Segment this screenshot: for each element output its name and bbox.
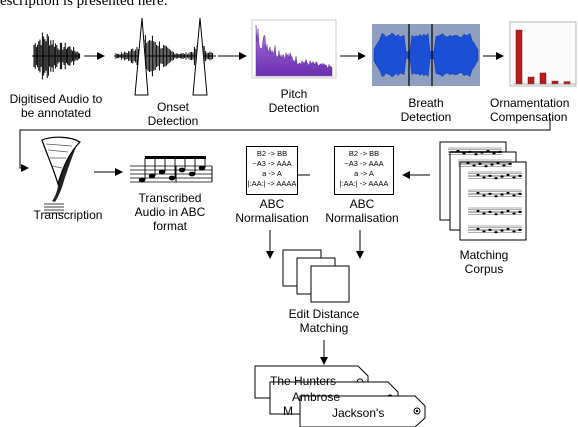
digitised-audio-waveform	[32, 32, 81, 80]
label-pitch-detection: Pitch Detection	[268, 87, 320, 115]
label-abc-normalisation-1: ABC Normalisation	[235, 197, 309, 225]
label-ornamentation-compensation: Ornamentation Compensation	[490, 96, 570, 124]
result-tag-hunters: The Hunters	[270, 374, 337, 388]
connector-ornament-to-transcription	[19, 118, 551, 172]
label-onset-detection: Onset Detection	[147, 100, 199, 128]
ornament-bar	[563, 81, 571, 85]
result-tag-ambrose: Ambrose	[292, 390, 341, 404]
ornament-bar	[527, 76, 535, 85]
pitch-spectrum-plot	[251, 19, 337, 79]
label-digitised-audio: Digitised Audio to be annotated	[9, 92, 103, 120]
label-matching-corpus: Matching Corpus	[459, 248, 509, 276]
label-transcription: Transcription	[33, 208, 103, 222]
quill-icon	[41, 136, 81, 214]
label-breath-detection: Breath Detection	[400, 96, 452, 124]
label-edit-distance-matching: Edit Distance Matching	[288, 307, 360, 335]
onset-detection-graphic	[114, 17, 216, 96]
label-abc-normalisation-2: ABC Normalisation	[325, 197, 399, 225]
ornament-bar	[551, 80, 559, 85]
label-transcribed-abc: Transcribed Audio in ABC format	[134, 191, 206, 233]
result-tag-jacksons: Jackson's	[332, 406, 385, 420]
top-caption-fragment: escription is presented here.	[0, 0, 168, 9]
abc-rules-box-1: B2 -> BB ~A3 -> AAA a -> A |:AA:| -> AAA…	[246, 146, 298, 195]
breath-detection-plot	[372, 24, 480, 86]
edit-distance-docs-icon	[282, 249, 350, 303]
ornament-bar	[539, 72, 547, 85]
sheet-music-icon	[130, 156, 213, 183]
ornamentation-bar-chart	[509, 21, 577, 87]
ornament-bar	[515, 29, 523, 85]
result-tags	[254, 365, 426, 427]
result-tag-ambrose-cont: M	[283, 404, 293, 418]
abc-rules-box-2: B2 -> BB ~A3 -> AAA a -> A |:AA:| -> AAA…	[334, 146, 394, 195]
matching-corpus-sheets-icon	[439, 141, 527, 241]
